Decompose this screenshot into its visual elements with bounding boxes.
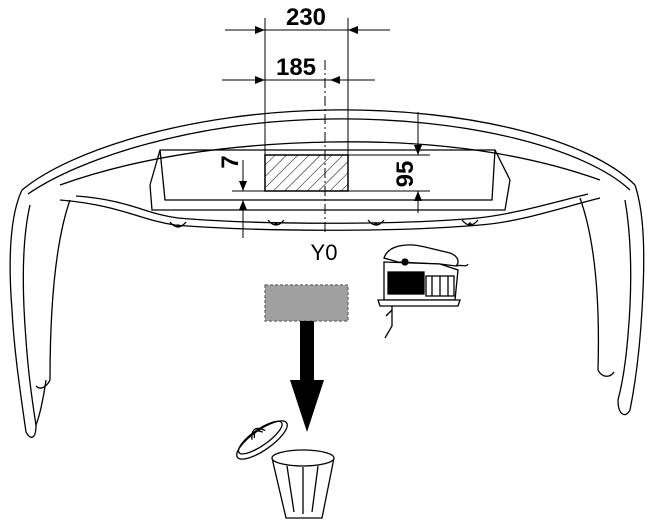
dim-label-7: 7: [217, 155, 244, 168]
mounting-holes: [176, 222, 472, 228]
dim-label-230: 230: [286, 4, 326, 31]
dimension-lines: [222, 18, 430, 238]
jigsaw-icon: [377, 244, 469, 339]
cutout-area: [264, 154, 349, 192]
down-arrow-icon: [290, 321, 324, 432]
y0-label: Y0: [311, 240, 338, 265]
dim-label-185: 185: [276, 54, 316, 81]
removed-piece: [264, 284, 349, 322]
dim-label-95: 95: [392, 161, 419, 188]
trash-bin-icon: [236, 420, 335, 519]
